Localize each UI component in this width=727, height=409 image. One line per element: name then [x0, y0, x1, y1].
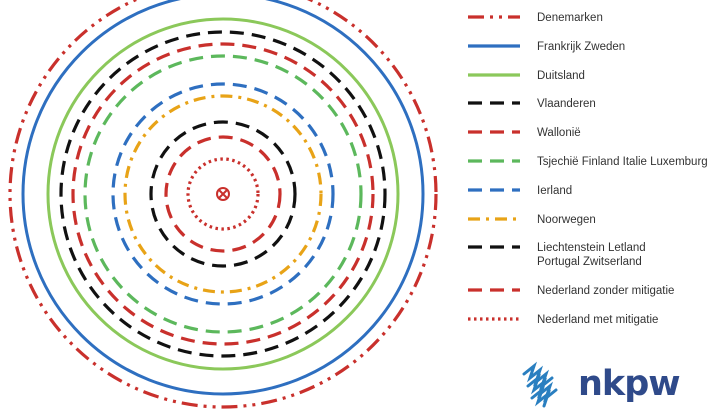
ring-ierland — [111, 82, 335, 306]
legend-line-swatch — [468, 101, 520, 105]
legend-label: Duitsland — [537, 69, 585, 82]
legend-label: Nederland met mitigatie — [537, 314, 659, 327]
ring-noorwegen — [123, 94, 323, 294]
legend-item: Ierland — [468, 180, 727, 209]
legend-line-swatch — [468, 44, 520, 48]
legend-item: Tsjechië Finland Italie Luxemburg — [468, 151, 727, 180]
nkpw-logo: nkpw — [520, 360, 720, 408]
legend-item: Nederland met mitigatie — [468, 309, 727, 338]
legend-label: Vlaanderen — [537, 98, 596, 111]
legend-label: Ierland — [537, 184, 573, 197]
ring-vlaanderen — [59, 30, 387, 358]
legend-label: Nederland zonder mitigatie — [537, 285, 675, 298]
legend-line-swatch — [468, 72, 520, 77]
logo-mark-icon — [522, 361, 558, 408]
ring-tsjechie — [83, 54, 363, 334]
legend-label: Noorwegen — [537, 213, 596, 226]
ring-frankrijk-zweden — [21, 0, 425, 396]
legend-item: Vlaanderen — [468, 93, 727, 122]
ring-wallonie — [71, 42, 375, 346]
legend-line-swatch — [468, 245, 520, 249]
legend-label: Denemarken — [537, 12, 603, 24]
legend-line-swatch — [468, 15, 520, 19]
legend-label: Tsjechië Finland Italie Luxemburg — [537, 155, 708, 168]
legend-line-swatch — [468, 288, 520, 292]
legend-item: Denemarken — [468, 7, 727, 36]
ring-liechtenstein — [149, 120, 297, 268]
legend-line-swatch — [468, 317, 520, 321]
legend-item: Liechtenstein Letland Portugal Zwitserla… — [468, 237, 727, 280]
rings-group — [8, 0, 438, 409]
logo-text: nkpw — [578, 364, 681, 404]
ring-duitsland — [46, 17, 400, 371]
legend-label: Wallonië — [537, 127, 581, 140]
legend-label: Frankrijk Zweden — [537, 40, 626, 53]
legend-item: Noorwegen — [468, 209, 727, 238]
legend-line-swatch — [468, 159, 520, 163]
legend-line-swatch — [468, 188, 520, 192]
legend-line-swatch — [468, 216, 520, 221]
concentric-rings-diagram — [8, 0, 438, 409]
legend-item: Duitsland — [468, 65, 727, 94]
ring-nederland-zonder — [164, 135, 282, 253]
legend-label: Liechtenstein Letland Portugal Zwitserla… — [537, 242, 646, 269]
legend-line-swatch — [468, 130, 520, 134]
legend-item: Frankrijk Zweden — [468, 36, 727, 65]
legend-item: Nederland zonder mitigatie — [468, 280, 727, 309]
ring-denemarken — [8, 0, 438, 409]
legend-item: Wallonië — [468, 122, 727, 151]
center-marker — [216, 187, 230, 201]
ring-nederland-met — [186, 157, 260, 231]
